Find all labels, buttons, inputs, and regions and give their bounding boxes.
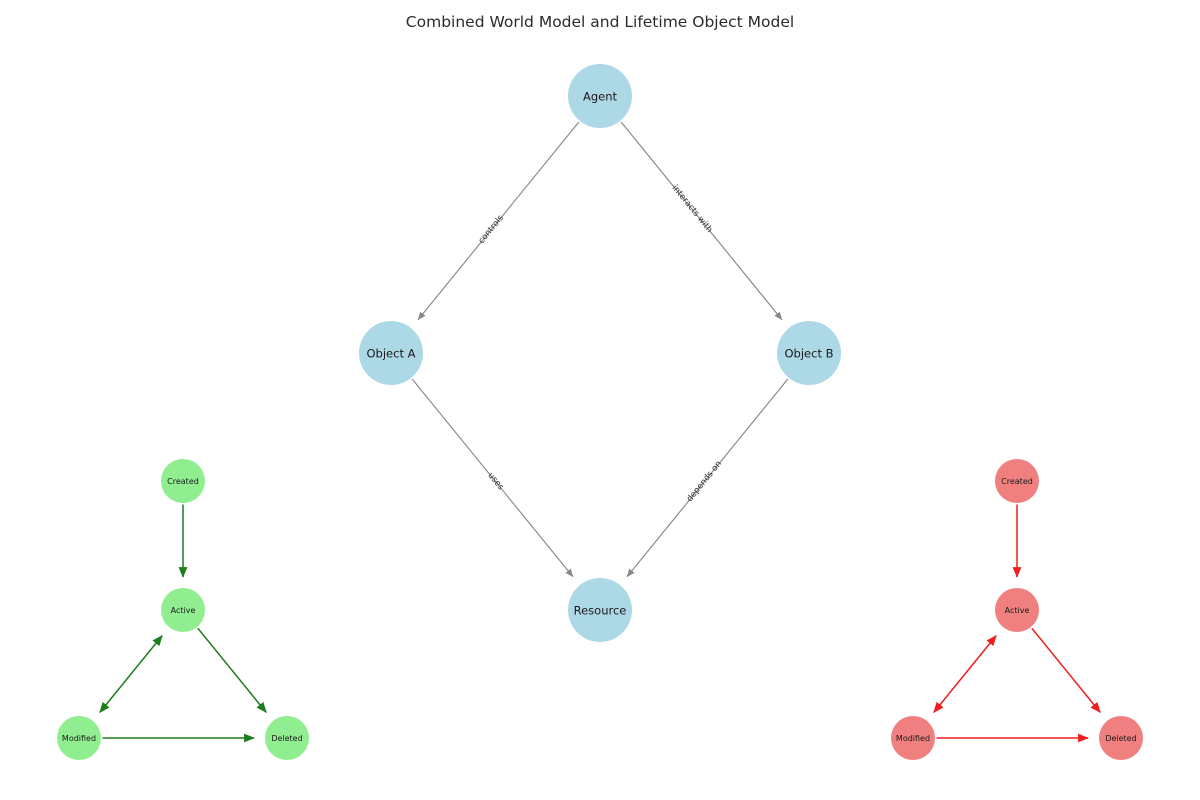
figure-title: Combined World Model and Lifetime Object… (406, 13, 794, 31)
node-circle-agent[interactable] (568, 64, 632, 128)
node-label-created: Created (167, 477, 199, 486)
node-label-object_a: Object A (367, 347, 416, 361)
edge-object_b-to-resource (626, 378, 789, 578)
edge-object_a-to-resource (411, 378, 574, 578)
node-lifetime-object-model-red-created[interactable]: Created (995, 459, 1039, 503)
edge-agent-to-object_b (620, 121, 783, 321)
node-label-resource: Resource (574, 604, 627, 618)
node-lifetime-object-model-green-deleted[interactable]: Deleted (265, 716, 309, 760)
node-circle-object_a[interactable] (359, 321, 423, 385)
node-circle-created[interactable] (161, 459, 205, 503)
node-lifetime-object-model-green-created[interactable]: Created (161, 459, 205, 503)
node-world-model-object_a[interactable]: Object A (359, 321, 423, 385)
node-label-object_b: Object B (785, 347, 834, 361)
node-lifetime-object-model-green-modified[interactable]: Modified (57, 716, 101, 760)
node-label-deleted: Deleted (1105, 734, 1136, 743)
node-lifetime-object-model-red-deleted[interactable]: Deleted (1099, 716, 1143, 760)
node-label-modified: Modified (62, 734, 96, 743)
node-lifetime-object-model-green-active[interactable]: Active (161, 588, 205, 632)
node-circle-deleted[interactable] (265, 716, 309, 760)
node-label-created: Created (1001, 477, 1033, 486)
node-circle-resource[interactable] (568, 578, 632, 642)
node-circle-active[interactable] (995, 588, 1039, 632)
node-lifetime-object-model-red-modified[interactable]: Modified (891, 716, 935, 760)
node-circle-active[interactable] (161, 588, 205, 632)
node-circle-object_b[interactable] (777, 321, 841, 385)
node-lifetime-object-model-red-active[interactable]: Active (995, 588, 1039, 632)
node-circle-modified[interactable] (57, 716, 101, 760)
node-circle-deleted[interactable] (1099, 716, 1143, 760)
node-world-model-resource[interactable]: Resource (568, 578, 632, 642)
edge-active-to-modified (933, 634, 997, 714)
edges-layer (99, 121, 1101, 743)
node-label-agent: Agent (583, 90, 618, 104)
edge-active-to-deleted (1031, 627, 1101, 714)
node-label-active: Active (171, 606, 196, 615)
node-label-modified: Modified (896, 734, 930, 743)
edge-active-to-modified (99, 634, 163, 714)
node-world-model-agent[interactable]: Agent (568, 64, 632, 128)
node-circle-created[interactable] (995, 459, 1039, 503)
node-circle-modified[interactable] (891, 716, 935, 760)
node-label-deleted: Deleted (271, 734, 302, 743)
node-label-active: Active (1005, 606, 1030, 615)
node-world-model-object_b[interactable]: Object B (777, 321, 841, 385)
edge-active-to-deleted (197, 627, 267, 714)
edge-agent-to-object_a (417, 121, 580, 321)
